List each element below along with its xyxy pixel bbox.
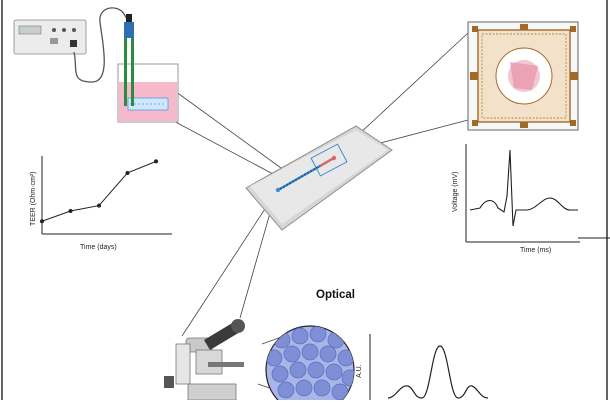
optical-plot: [369, 334, 489, 400]
microscope: [164, 319, 245, 401]
teer-point: [97, 203, 101, 208]
teer-point: [68, 209, 73, 214]
optical-title: Optical: [316, 289, 355, 301]
electrode-array: [467, 21, 579, 131]
ecg-plot: [465, 144, 580, 243]
cell-micrograph: [265, 325, 355, 405]
teer-meter-device: [13, 19, 87, 55]
ecg-waveform: [469, 149, 578, 227]
organ-on-chip: [245, 125, 393, 231]
teer-series-line: [41, 160, 157, 222]
connector-lines: [167, 32, 469, 401]
beaker-setup: [117, 14, 179, 123]
teer-point: [40, 219, 44, 224]
teer-y-label: TEER (Ohm·cm²): [30, 171, 37, 226]
optical-waveform: [387, 345, 489, 399]
teer-x-label: Time (days): [80, 244, 117, 251]
teer-plot: [40, 156, 172, 235]
ecg-y-label: Voltage (mV): [452, 171, 459, 212]
teer-point: [154, 159, 158, 164]
optical-y-label: A.U.: [356, 364, 363, 378]
teer-point: [125, 170, 130, 175]
ecg-x-label: Time (ms): [520, 247, 552, 254]
